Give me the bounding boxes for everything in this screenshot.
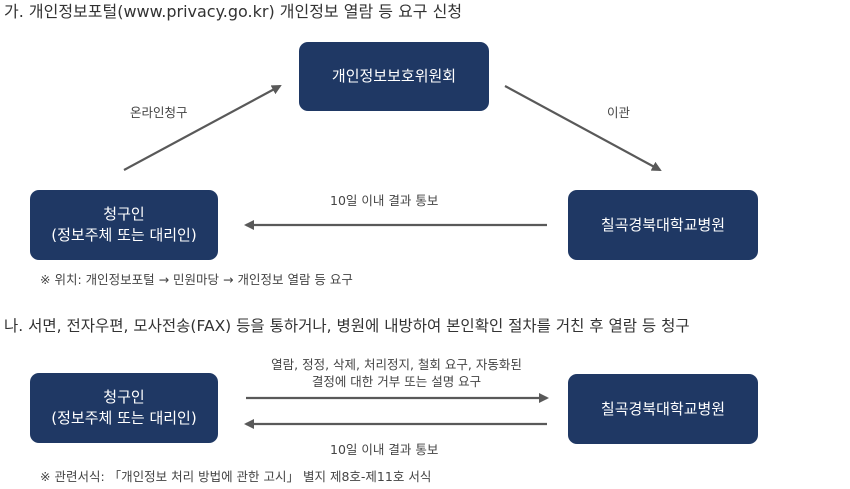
notice-label-b: 10일 이내 결과 통보 xyxy=(330,442,439,457)
requester-box-a-line1: 청구인 xyxy=(103,205,145,223)
request-label-b-line1: 열람, 정정, 삭제, 처리정지, 철회 요구, 자동화된 xyxy=(271,357,522,372)
section-a-heading: 가. 개인정보포털(www.privacy.go.kr) 개인정보 열람 등 요… xyxy=(4,2,463,21)
request-label-b: 열람, 정정, 삭제, 처리정지, 철회 요구, 자동화된 결정에 대한 거부 … xyxy=(246,356,547,390)
online-request-label: 온라인청구 xyxy=(130,105,188,120)
commission-box: 개인정보보호위원회 xyxy=(299,42,489,111)
transfer-label: 이관 xyxy=(607,105,631,120)
requester-box-b-line2: (정보주체 또는 대리인) xyxy=(51,409,197,427)
online-request-arrow xyxy=(123,85,282,171)
notice-label-a: 10일 이내 결과 통보 xyxy=(330,193,439,208)
section-b-heading: 나. 서면, 전자우편, 모사전송(FAX) 등을 통하거나, 병원에 내방하여… xyxy=(4,317,690,335)
form-note: ※ 관련서식: 「개인정보 처리 방법에 관한 고시」 별지 제8호-제11호 … xyxy=(40,469,432,484)
requester-box-b: 청구인 (정보주체 또는 대리인) xyxy=(30,373,218,443)
transfer-arrow xyxy=(504,85,662,171)
requester-box-b-line1: 청구인 xyxy=(103,388,145,406)
request-label-b-line2: 결정에 대한 거부 또는 설명 요구 xyxy=(311,374,482,389)
hospital-box-b-label: 칠곡경북대학교병원 xyxy=(600,399,726,418)
requester-box-a-line2: (정보주체 또는 대리인) xyxy=(51,226,197,244)
commission-box-label: 개인정보보호위원회 xyxy=(331,67,457,85)
hospital-box-a: 칠곡경북대학교병원 xyxy=(568,190,758,260)
location-note: ※ 위치: 개인정보포털 → 민원마당 → 개인정보 열람 등 요구 xyxy=(40,272,353,287)
requester-box-a: 청구인 (정보주체 또는 대리인) xyxy=(30,190,218,260)
hospital-box-b: 칠곡경북대학교병원 xyxy=(568,374,758,444)
hospital-box-a-label: 칠곡경북대학교병원 xyxy=(600,215,726,234)
